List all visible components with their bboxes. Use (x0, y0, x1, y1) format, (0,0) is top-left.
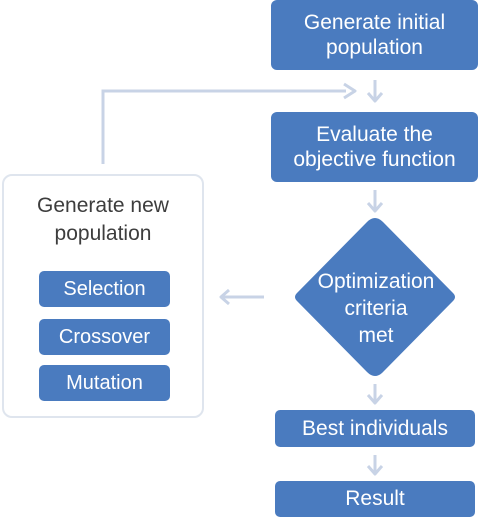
best-individuals-node: Best individuals (275, 410, 475, 447)
evaluate-objective-label: Evaluate the objective function (293, 122, 456, 171)
selection-step: Selection (39, 271, 170, 307)
evaluate-objective-node: Evaluate the objective function (271, 112, 478, 182)
selection-label: Selection (63, 278, 146, 300)
decision-diamond (295, 218, 455, 376)
mutation-step: Mutation (39, 365, 170, 401)
result-node: Result (275, 481, 475, 517)
crossover-label: Crossover (58, 326, 151, 348)
new-population-panel: Generate new population Selection Crosso… (2, 174, 204, 418)
new-population-title: Generate new population (37, 194, 169, 245)
loop-connector (101, 89, 346, 164)
generate-initial-population-node: Generate initial population (271, 0, 478, 70)
result-label: Result (345, 487, 405, 511)
best-individuals-label: Best individuals (302, 416, 448, 440)
mutation-label: Mutation (66, 372, 143, 394)
criteria-label: Optimization criteria met (317, 270, 435, 347)
generate-initial-population-label: Generate initial population (303, 10, 446, 59)
crossover-step: Crossover (39, 319, 170, 355)
loop-arrowhead (343, 82, 357, 100)
